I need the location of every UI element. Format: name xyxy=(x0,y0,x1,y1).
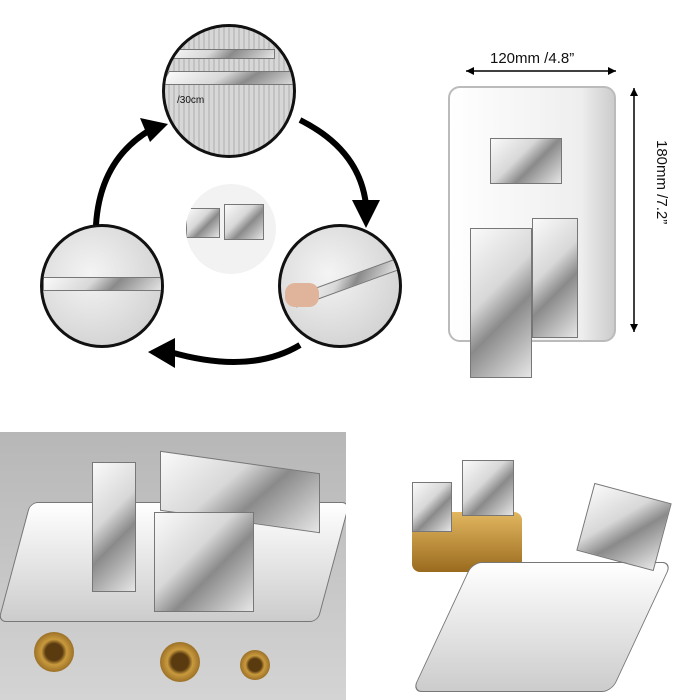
arrowhead-icon xyxy=(140,118,168,142)
lever-body xyxy=(532,218,578,338)
spout xyxy=(43,277,161,291)
hand xyxy=(285,283,319,307)
valve-knob xyxy=(186,208,220,238)
shower-head-circle: /30cm xyxy=(162,24,296,158)
height-label: 180mm /7.2” xyxy=(653,140,670,225)
brass-inlet xyxy=(240,650,270,680)
lever-handle xyxy=(576,482,672,572)
installed-valve-photo xyxy=(0,432,346,700)
lever-handle xyxy=(470,228,532,378)
brass-inlet xyxy=(160,642,200,682)
valve-lever xyxy=(224,204,264,240)
cover-plate xyxy=(411,562,673,692)
cartridge xyxy=(462,460,514,516)
valve-circle xyxy=(186,184,276,274)
arrow-bottom xyxy=(169,342,302,365)
width-label: 120mm /4.8” xyxy=(490,50,575,67)
mixer-plate xyxy=(448,86,616,378)
hand-shower-circle xyxy=(278,224,402,348)
diverter-knob xyxy=(490,138,562,184)
diverter-knob xyxy=(92,462,136,592)
arrowhead-icon xyxy=(352,200,380,228)
arrow-top-right xyxy=(298,117,369,206)
shower-arm xyxy=(165,49,275,59)
spout-circle xyxy=(40,224,164,348)
cycle-arrows xyxy=(93,67,638,368)
diverter-knob xyxy=(412,482,452,532)
cartridge-body xyxy=(154,512,254,612)
brass-inlet xyxy=(34,632,74,672)
exploded-view-photo xyxy=(352,432,700,700)
shower-head-size: /30cm xyxy=(177,95,205,106)
arrow-left xyxy=(93,127,152,226)
arrowhead-icon xyxy=(148,338,175,368)
